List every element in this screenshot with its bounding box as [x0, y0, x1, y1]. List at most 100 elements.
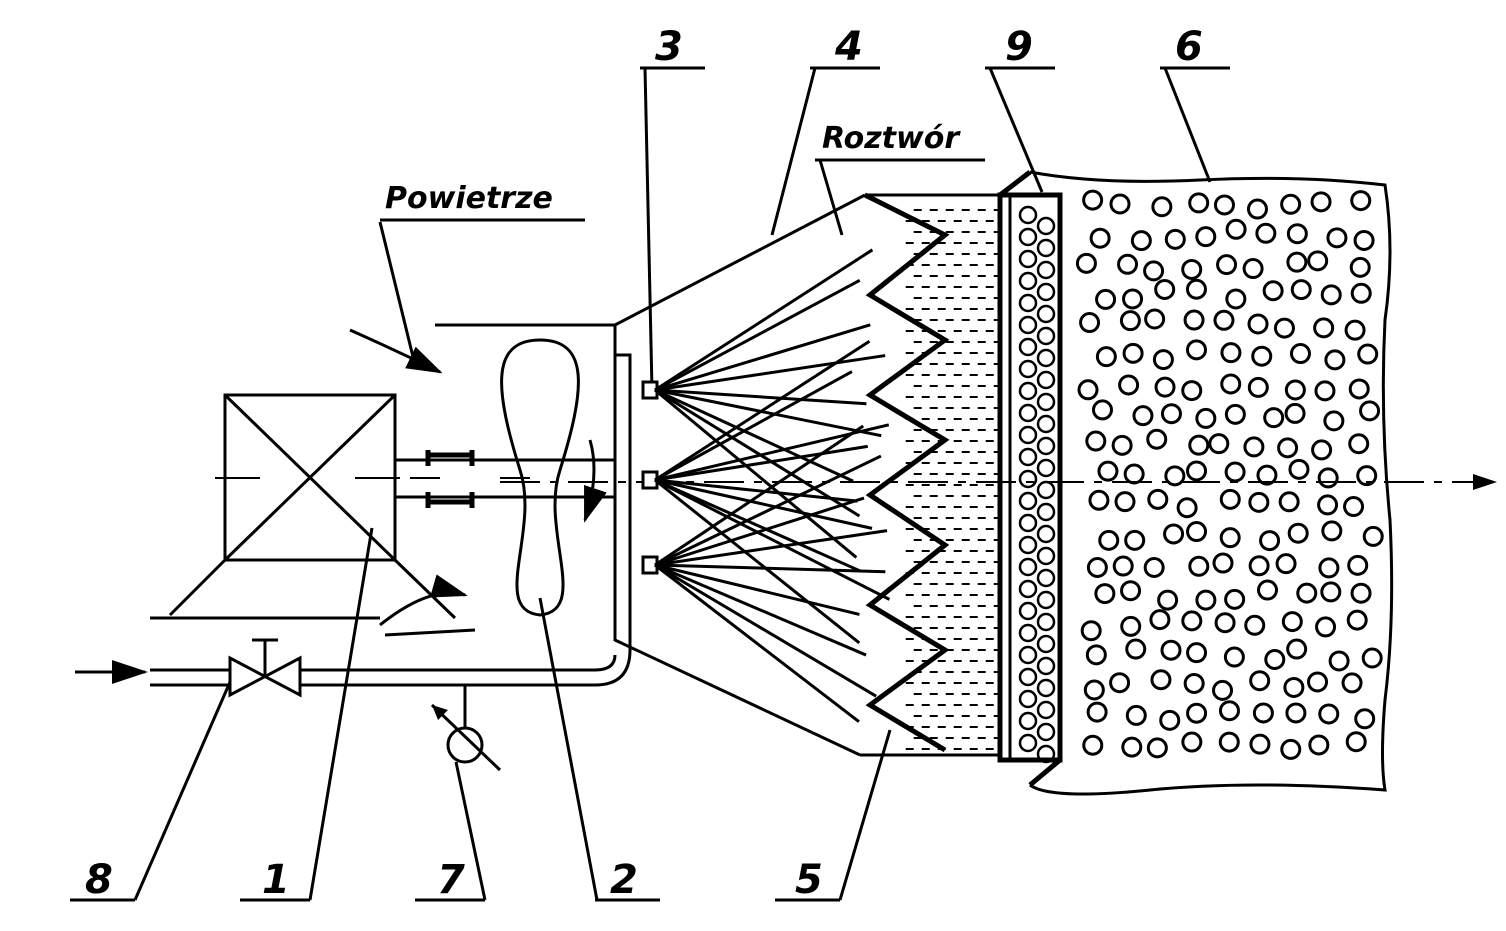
frame-ring: [1036, 590, 1056, 610]
packing-ring: [1083, 679, 1105, 701]
packing-ring: [1146, 428, 1168, 450]
packing-ring: [1086, 556, 1108, 578]
packing-ring: [1214, 612, 1236, 634]
packing-ring: [1095, 346, 1117, 368]
ref-label-9: 9: [985, 24, 1055, 193]
packing-ring: [1212, 552, 1234, 574]
valve: [228, 638, 302, 698]
nozzle: [641, 470, 659, 490]
packing-ring: [1176, 497, 1198, 519]
packing-ring: [1188, 192, 1210, 214]
packing-ring: [1109, 193, 1131, 215]
packing-ring: [1350, 582, 1372, 604]
spray-jet: [654, 454, 882, 567]
packing-ring: [1188, 434, 1210, 456]
packing-ring: [1132, 405, 1154, 427]
packing-ring: [1283, 676, 1305, 698]
packing-ring: [1154, 278, 1176, 300]
frame-ring: [1018, 227, 1038, 247]
packing-ring: [1160, 639, 1182, 661]
frame-ring: [1036, 634, 1056, 654]
frame-ring: [1036, 238, 1056, 258]
frame-ring: [1036, 370, 1056, 390]
packing-ring: [1345, 731, 1367, 753]
packing-ring: [1343, 496, 1365, 518]
packing-ring: [1284, 402, 1306, 424]
packing-ring: [1223, 646, 1245, 668]
solution-text: Roztwór: [822, 121, 961, 156]
spray-jet: [654, 388, 854, 483]
packing-ring: [1109, 672, 1131, 694]
packing-ring: [1362, 525, 1384, 547]
frame-ring: [1036, 260, 1056, 280]
packing-ring: [1289, 343, 1311, 365]
spray-jet: [654, 529, 888, 567]
packing-ring: [1086, 701, 1108, 723]
packing-ring: [1286, 223, 1308, 245]
frame-ring: [1036, 744, 1056, 764]
packing-ring: [1163, 523, 1185, 545]
packing-ring: [1264, 648, 1286, 670]
packing-ring: [1154, 376, 1176, 398]
packing-ring: [1188, 555, 1210, 577]
frame-ring: [1018, 403, 1038, 423]
frame-ring: [1036, 524, 1056, 544]
frame-ring: [1036, 546, 1056, 566]
frame-ring: [1018, 359, 1038, 379]
ref-label-2: 2: [538, 597, 660, 903]
packing-ring: [1318, 703, 1340, 725]
frame-ring: [1036, 414, 1056, 434]
packing-ring: [1326, 227, 1348, 249]
packing-ring: [1328, 650, 1350, 672]
label-8-text: 8: [85, 857, 113, 903]
packing-ring: [1248, 491, 1270, 513]
packing-ring: [1149, 609, 1171, 631]
label-7-text: 7: [437, 857, 465, 903]
packing-ring: [1285, 702, 1307, 724]
packing-ring: [1160, 403, 1182, 425]
fan-housing: [150, 193, 866, 757]
packing-ring: [1317, 494, 1339, 516]
packing-ring: [1308, 734, 1330, 756]
frame-ring: [1036, 568, 1056, 588]
frame-ring: [1036, 458, 1056, 478]
spray-jet: [654, 478, 862, 573]
packing-ring: [1242, 258, 1264, 280]
packing-ring: [1150, 669, 1172, 691]
packing-ring: [1324, 349, 1346, 371]
frame-ring: [1018, 535, 1038, 555]
packing-ring: [1195, 226, 1217, 248]
packing-ring: [1251, 345, 1273, 367]
packing-ring: [1262, 280, 1284, 302]
packing-ring: [1112, 555, 1134, 577]
packing-ring: [1220, 342, 1242, 364]
packing-ring: [1357, 343, 1379, 365]
frame-ring: [1036, 326, 1056, 346]
packing-ring: [1144, 308, 1166, 330]
frame-ring: [1018, 557, 1038, 577]
frame-ring: [1036, 700, 1056, 720]
packing-ring: [1212, 679, 1234, 701]
packing-ring: [1318, 557, 1340, 579]
ref-label-7: 7: [415, 761, 487, 903]
packing-ring: [1125, 638, 1147, 660]
frame-ring: [1036, 216, 1056, 236]
spray-jet: [654, 278, 861, 392]
frame-ring: [1036, 678, 1056, 698]
spray-jet: [654, 339, 871, 482]
packing-ring: [1181, 610, 1203, 632]
ref-label-4: 4: [770, 24, 880, 236]
filter-frame: [997, 170, 1063, 787]
packing-ring: [1247, 376, 1269, 398]
packing-ring: [1181, 258, 1203, 280]
packing-ring: [1313, 317, 1335, 339]
packing-ring: [1356, 465, 1378, 487]
air-text: Powietrze: [385, 181, 553, 216]
packing-ring: [1114, 491, 1136, 513]
packing-ring: [1085, 644, 1107, 666]
packing-ring: [1185, 339, 1207, 361]
ref-label-8: 8: [70, 681, 232, 903]
fan-impeller: [500, 338, 607, 617]
frame-ring: [1018, 469, 1038, 489]
